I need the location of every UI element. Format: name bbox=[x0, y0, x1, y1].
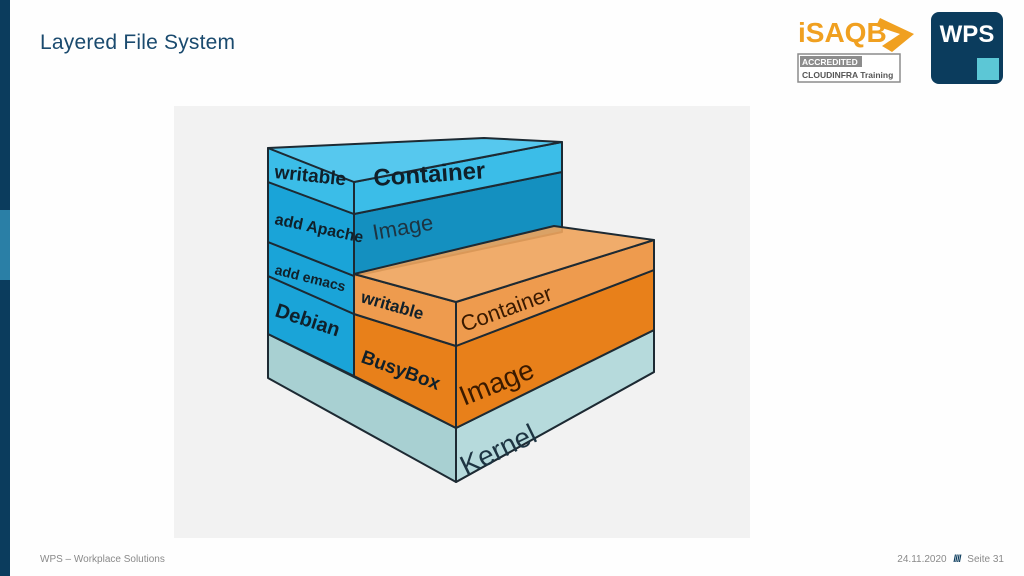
isaqb-arrow-icon bbox=[876, 18, 914, 52]
left-container-top bbox=[267, 137, 563, 183]
layered-fs-svg: writable Container add Apache Image add … bbox=[267, 137, 655, 483]
footer-page-number: Seite 31 bbox=[967, 554, 1004, 565]
isaqb-training: CLOUDINFRA Training bbox=[802, 70, 893, 80]
layered-fs-diagram: writable Container add Apache Image add … bbox=[174, 106, 750, 538]
wps-wordmark: WPS bbox=[940, 21, 995, 48]
slide-title: Layered File System bbox=[40, 31, 236, 54]
footer-separator: //// bbox=[953, 554, 961, 565]
wps-accent-square bbox=[977, 58, 999, 80]
left-accent-marker bbox=[0, 210, 10, 280]
wps-logo: WPS bbox=[931, 12, 1003, 84]
left-accent-bar bbox=[0, 0, 10, 576]
isaqb-badge-band bbox=[800, 56, 862, 67]
isaqb-logo: iSAQB ACCREDITED CLOUDINFRA Training bbox=[797, 17, 914, 83]
footer-date: 24.11.2020 bbox=[897, 554, 947, 565]
isaqb-accredited: ACCREDITED bbox=[802, 57, 858, 67]
footer-company: WPS – Workplace Solutions bbox=[40, 554, 165, 565]
footer-info: 24.11.2020 //// Seite 31 bbox=[897, 554, 1004, 565]
right-container-top bbox=[353, 225, 655, 303]
isaqb-wordmark: iSAQB bbox=[798, 17, 887, 48]
